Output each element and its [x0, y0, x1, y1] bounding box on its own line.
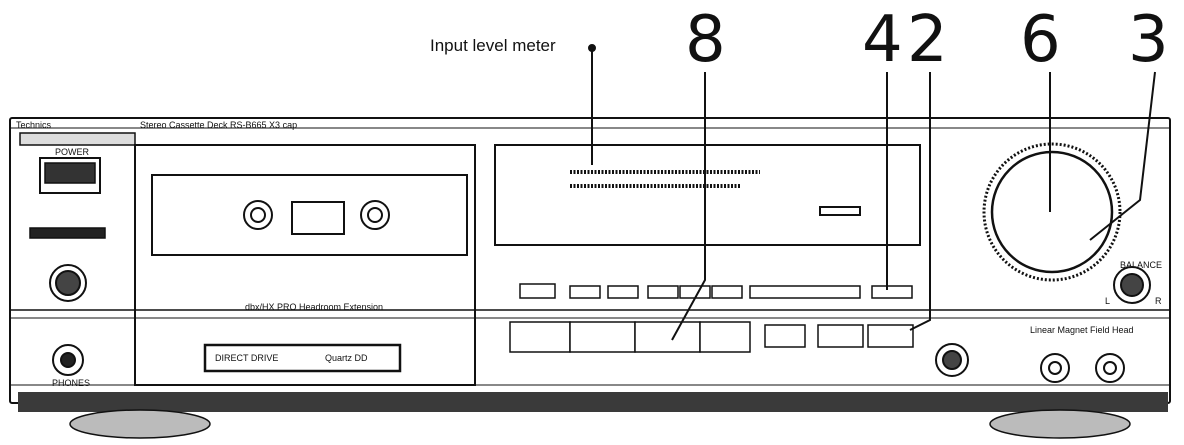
balance-r: R	[1155, 296, 1162, 306]
headroom-label: dbx/HX PRO Headroom Extension	[245, 302, 384, 312]
deck-feet	[69, 409, 1131, 439]
brand-label: Technics	[16, 120, 52, 130]
level-meter-window	[494, 144, 921, 246]
function-buttons	[519, 283, 913, 299]
rec-level-knob	[49, 264, 87, 302]
callout-3: 3	[1128, 3, 1169, 77]
callout-4: 4	[862, 3, 903, 77]
head-label: Linear Magnet Field Head	[1030, 325, 1134, 335]
cassette-prefix-label: DIRECT DRIVE	[215, 353, 279, 363]
leader-meter-dot	[588, 44, 596, 52]
leader-2	[909, 72, 931, 331]
balance-l: L	[1105, 296, 1111, 306]
cassette-door	[134, 144, 476, 386]
balance-knob	[1113, 266, 1151, 304]
leader-8	[671, 72, 706, 341]
callout-leaders	[588, 44, 1156, 341]
phones-label: PHONES	[52, 378, 91, 388]
callout-2: 2	[907, 3, 948, 77]
deck-chassis	[9, 117, 1171, 404]
balance-label: BALANCE	[1120, 260, 1163, 270]
power-section	[19, 132, 136, 239]
lower-right-controls	[935, 343, 1125, 383]
input-level-meter-label: Input level meter	[430, 36, 556, 55]
callout-6: 6	[1020, 3, 1061, 77]
callout-8: 8	[685, 3, 726, 77]
large-dial	[982, 142, 1122, 282]
leader-3	[1089, 71, 1156, 241]
phones-jack	[52, 344, 84, 376]
base-strip	[18, 392, 1168, 412]
transport-buttons	[509, 321, 914, 353]
cassette-brand-label: Quartz DD	[325, 353, 368, 363]
model-label: Stereo Cassette Deck RS-B665 X3 cap	[140, 120, 298, 130]
power-label: POWER	[55, 147, 90, 157]
